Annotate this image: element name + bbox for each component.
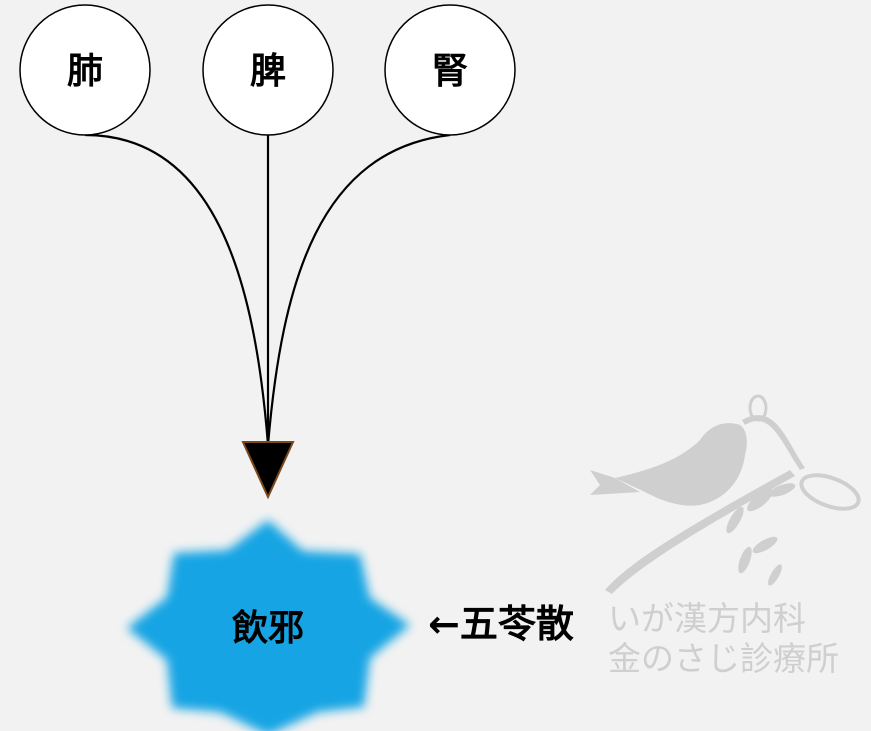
organ-circle [384,4,516,136]
organ-node-lung: 肺 [19,4,151,136]
connector-lung [84,133,270,446]
arrow-down-icon [241,441,295,500]
organ-node-kidney: 腎 [384,4,516,136]
watermark-logo [590,394,861,594]
organ-circle [19,4,151,136]
watermark-line2: 金のさじ診療所 [608,639,839,678]
organ-label-lung: 肺 [67,51,103,92]
organ-node-spleen: 脾 [202,4,334,136]
connector-kidney [266,133,451,446]
organ-label-kidney: 腎 [432,51,468,92]
organ-circle [202,4,334,136]
center-label: 飲邪 [232,608,304,649]
organ-label-spleen: 脾 [250,51,286,92]
connector-lines [84,133,451,446]
center-burst: 飲邪 [127,520,410,731]
watermark-line1: いが漢方内科 [608,599,806,638]
remedy-label: ←五苓散 [428,602,574,646]
